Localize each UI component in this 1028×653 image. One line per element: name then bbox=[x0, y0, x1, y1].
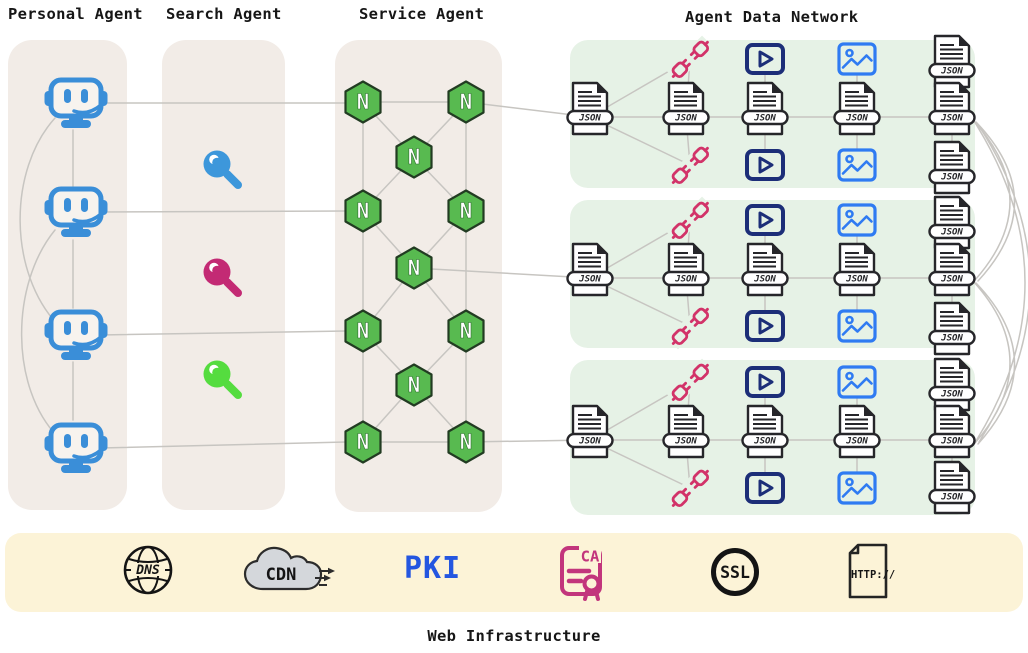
nginx-node-icon bbox=[344, 80, 382, 124]
json-file-icon bbox=[741, 404, 789, 459]
image-icon bbox=[837, 148, 877, 182]
video-icon bbox=[745, 366, 785, 398]
cdn-label: CDN bbox=[266, 565, 297, 585]
personal-agent-icon bbox=[45, 425, 108, 473]
json-file-icon bbox=[928, 140, 976, 195]
personal-agent-icon bbox=[45, 312, 108, 360]
json-file-icon bbox=[662, 81, 710, 136]
nginx-node-icon bbox=[395, 363, 433, 407]
plug-connector-icon bbox=[665, 34, 715, 84]
cdn-cloud-icon: CDN bbox=[243, 546, 335, 591]
nginx-node-icon bbox=[447, 309, 485, 353]
json-file-icon bbox=[928, 460, 976, 515]
plug-connector-icon bbox=[665, 463, 715, 513]
ca-certificate-icon: CA bbox=[560, 545, 602, 601]
image-icon bbox=[837, 309, 877, 343]
nginx-node-icon bbox=[395, 135, 433, 179]
nginx-node-icon bbox=[395, 246, 433, 290]
nginx-node-icon bbox=[344, 189, 382, 233]
video-icon bbox=[745, 310, 785, 342]
ssl-label: SSL bbox=[720, 563, 750, 582]
service-to-data-links bbox=[413, 101, 591, 443]
personal-agent-icon bbox=[45, 80, 108, 128]
cross-panel-curves bbox=[972, 119, 1028, 445]
json-file-icon bbox=[928, 242, 976, 297]
video-icon bbox=[745, 149, 785, 181]
plug-connector-icon bbox=[665, 301, 715, 351]
json-file-icon bbox=[741, 242, 789, 297]
web-infrastructure-bar bbox=[5, 533, 1023, 612]
json-file-icon bbox=[928, 81, 976, 136]
json-file-icon bbox=[833, 242, 881, 297]
json-file-icon bbox=[566, 242, 614, 297]
search-icon-green bbox=[204, 361, 239, 396]
json-file-icon bbox=[928, 34, 976, 89]
dns-label: DNS bbox=[135, 563, 160, 578]
json-file-icon bbox=[662, 242, 710, 297]
ca-label: CA bbox=[581, 548, 600, 566]
nginx-node-icon bbox=[447, 420, 485, 464]
image-icon bbox=[837, 203, 877, 237]
json-file-icon bbox=[928, 357, 976, 412]
search-icon-blue bbox=[204, 151, 239, 186]
nginx-node-icon bbox=[447, 80, 485, 124]
json-file-icon bbox=[833, 404, 881, 459]
search-agent-header: Search Agent bbox=[166, 5, 282, 23]
web-infrastructure-header: Web Infrastructure bbox=[427, 627, 601, 645]
service-agent-header: Service Agent bbox=[359, 5, 485, 23]
json-file-icon bbox=[928, 404, 976, 459]
json-file-icon bbox=[566, 404, 614, 459]
personal-agent-links bbox=[72, 102, 347, 449]
personal-agent-icon bbox=[45, 189, 108, 237]
json-file-icon bbox=[833, 81, 881, 136]
image-icon bbox=[837, 365, 877, 399]
json-file-icon bbox=[566, 81, 614, 136]
plug-connector-icon bbox=[665, 140, 715, 190]
plug-connector-icon bbox=[665, 357, 715, 407]
video-icon bbox=[745, 472, 785, 504]
ssl-badge-icon: SSL bbox=[711, 548, 759, 596]
http-label: HTTP:// bbox=[851, 569, 895, 581]
image-icon bbox=[837, 471, 877, 505]
http-document-icon: HTTP:// bbox=[848, 543, 895, 599]
json-file-icon bbox=[662, 404, 710, 459]
image-icon bbox=[837, 42, 877, 76]
plug-connector-icon bbox=[665, 195, 715, 245]
personal-agent-header: Personal Agent bbox=[8, 5, 143, 23]
video-icon bbox=[745, 43, 785, 75]
dns-globe-icon: DNS bbox=[123, 545, 173, 595]
json-file-icon bbox=[928, 301, 976, 356]
nginx-node-icon bbox=[344, 309, 382, 353]
search-icon-magenta bbox=[204, 259, 239, 294]
agent-data-network-header: Agent Data Network bbox=[685, 8, 859, 26]
nginx-node-icon bbox=[447, 189, 485, 233]
personal-agent-arcs bbox=[19, 117, 59, 438]
json-file-icon bbox=[928, 195, 976, 250]
nginx-node-icon bbox=[344, 420, 382, 464]
pki-label: PKI bbox=[404, 551, 462, 586]
json-file-icon bbox=[741, 81, 789, 136]
video-icon bbox=[745, 204, 785, 236]
